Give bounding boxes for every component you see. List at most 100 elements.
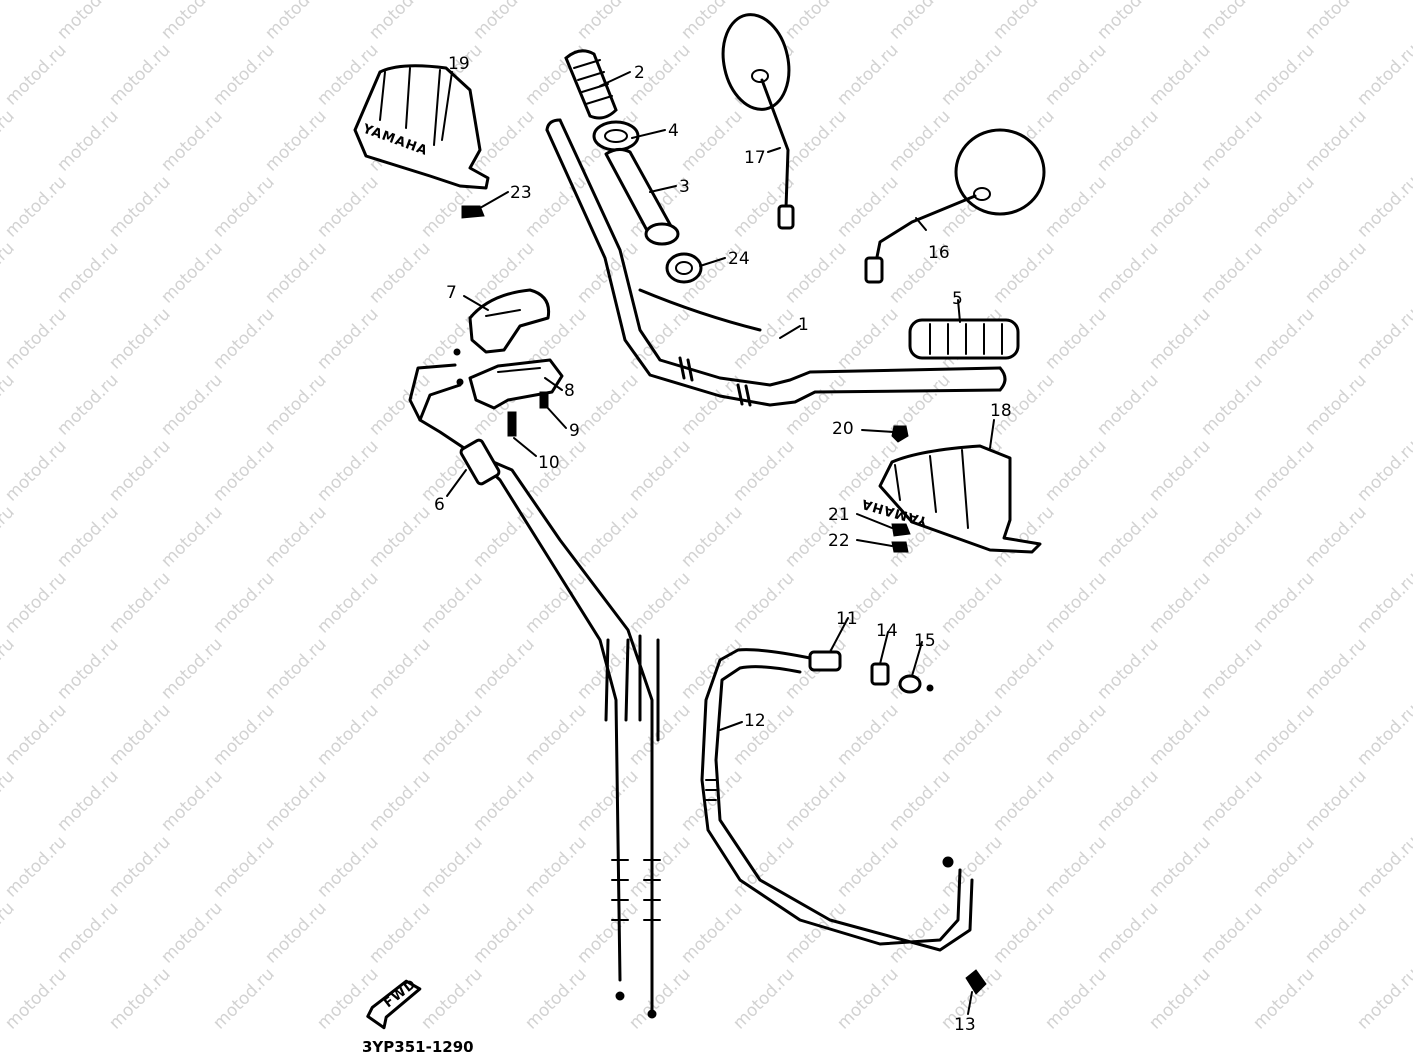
watermark-text: motod.ru [365,898,434,967]
watermark-text: motod.ru [157,370,226,439]
watermark-text: motod.ru [573,370,642,439]
watermark-text: motod.ru [105,832,174,901]
watermark-text: motod.ru [1353,436,1413,505]
watermark-text: motod.ru [1249,568,1318,637]
watermark-text: motod.ru [1301,370,1370,439]
watermark-text: motod.ru [1301,0,1370,44]
collar [665,252,703,284]
watermark-text: motod.ru [313,568,382,637]
watermark-text: motod.ru [157,766,226,835]
watermark-text: motod.ru [989,238,1058,307]
callout-12: 12 [744,711,766,731]
watermark-text: motod.ru [1301,238,1370,307]
watermark-text: motod.ru [625,700,694,769]
right-mirror [864,128,1046,284]
watermark-text: motod.ru [1145,568,1214,637]
watermark-text: motod.ru [209,700,278,769]
left-mirror [721,13,795,230]
watermark-text: motod.ru [1145,700,1214,769]
callout-6: 6 [434,495,445,515]
watermark-text: motod.ru [1197,634,1266,703]
watermark-text: motod.ru [729,436,798,505]
watermark-text: motod.ru [365,766,434,835]
watermark-text: motod.ru [1353,700,1413,769]
watermark-text: motod.ru [469,0,538,44]
watermark-text: motod.ru [365,634,434,703]
watermark-text: motod.ru [313,700,382,769]
watermark-text: motod.ru [1301,634,1370,703]
lever-holder [453,288,564,437]
watermark-text: motod.ru [53,106,122,175]
callout-24: 24 [728,249,750,269]
watermark-text: motod.ru [1301,766,1370,835]
watermark-text: motod.ru [729,832,798,901]
callout-22: 22 [828,531,850,551]
watermark-text: motod.ru [573,0,642,44]
watermark-text: motod.ru [573,502,642,571]
watermark-text: motod.ru [261,898,330,967]
watermark-text: motod.ru [1197,766,1266,835]
watermark-text: motod.ru [469,502,538,571]
watermark-text: motod.ru [1249,40,1318,109]
watermark-text: motod.ru [1041,40,1110,109]
watermark-text: motod.ru [1,964,70,1033]
watermark-text: motod.ru [1093,634,1162,703]
callout-2: 2 [634,63,645,83]
callout-10: 10 [538,453,560,473]
watermark-text: motod.ru [1,832,70,901]
watermark-text: motod.ru [209,964,278,1033]
watermark-text: motod.ru [1,700,70,769]
watermark-text: motod.ru [937,568,1006,637]
watermark-text: motod.ru [1249,964,1318,1033]
watermark-text: motod.ru [417,832,486,901]
watermark-text: motod.ru [313,832,382,901]
watermark-text: motod.ru [1197,370,1266,439]
watermark-text: motod.ru [1353,172,1413,241]
callout-20: 20 [832,419,854,439]
watermark-text: motod.ru [1093,898,1162,967]
watermark-text: motod.ru [1145,832,1214,901]
left-grip [564,49,618,120]
watermark-text: motod.ru [1,304,70,373]
watermark-text: motod.ru [625,436,694,505]
watermark-text: motod.ru [833,172,902,241]
watermark-text: motod.ru [781,766,850,835]
watermark-text: motod.ru [1197,502,1266,571]
watermark-text: motod.ru [157,0,226,44]
watermark-text: motod.ru [157,106,226,175]
watermark-text: motod.ru [157,502,226,571]
watermark-text: motod.ru [677,898,746,967]
watermark-text: motod.ru [1145,304,1214,373]
watermark-text: motod.ru [1041,568,1110,637]
watermark-text: motod.ru [261,238,330,307]
grip-holder [592,120,640,152]
watermark-text: motod.ru [677,106,746,175]
watermark-text: motod.ru [1093,238,1162,307]
watermark-text: motod.ru [833,304,902,373]
watermark-text: motod.ru [989,634,1058,703]
watermark-text: motod.ru [313,436,382,505]
watermark-text: motod.ru [573,898,642,967]
watermark-text: motod.ru [209,40,278,109]
watermark-text: motod.ru [365,502,434,571]
watermark-text: motod.ru [261,634,330,703]
watermark-text: motod.ru [365,238,434,307]
callout-7: 7 [446,283,457,303]
watermark-text: motod.ru [1,172,70,241]
watermark-text: motod.ru [1093,370,1162,439]
lower-cable [700,648,987,995]
watermark-text: motod.ru [105,436,174,505]
watermark-text: motod.ru [885,766,954,835]
watermark-text: motod.ru [261,766,330,835]
watermark-text: motod.ru [313,172,382,241]
watermark-text: motod.ru [989,766,1058,835]
watermark-text: motod.ru [677,502,746,571]
watermark-text: motod.ru [1041,700,1110,769]
watermark-text: motod.ru [0,634,19,703]
watermark-text: motod.ru [261,0,330,44]
watermark-text: motod.ru [1,568,70,637]
watermark-text: motod.ru [833,832,902,901]
watermark-text: motod.ru [573,766,642,835]
